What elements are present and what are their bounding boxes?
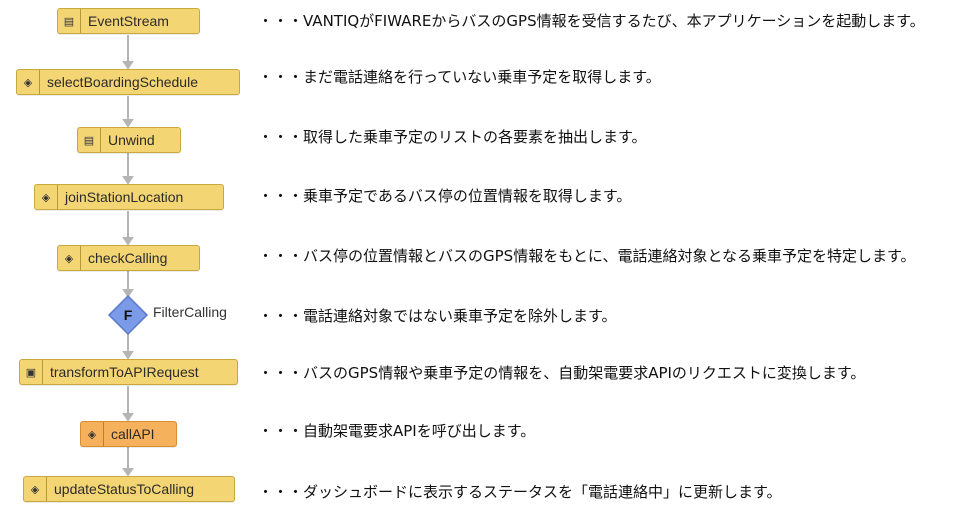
stream-icon: ▤ (78, 128, 101, 152)
node-label: Unwind (108, 132, 155, 148)
desc-event-stream: ・・・VANTIQがFIWAREからバスのGPS情報を受信するたび、本アプリケー… (258, 12, 925, 30)
connector-arrow (122, 176, 134, 185)
transform-icon: ▣ (20, 360, 43, 384)
node-update-status-to-calling[interactable]: ◈ updateStatusToCalling (23, 476, 235, 502)
desc-check-calling: ・・・バス停の位置情報とバスのGPS情報をもとに、電話連絡対象となる乗車予定を特… (258, 247, 916, 265)
node-label: callAPI (111, 426, 155, 442)
connector-arrow (122, 61, 134, 70)
diamond-icon: ◈ (35, 185, 58, 209)
stream-icon: ▤ (58, 9, 81, 33)
node-label: joinStationLocation (65, 189, 184, 205)
node-check-calling[interactable]: ◈ checkCalling (57, 245, 200, 271)
diamond-icon: ◈ (81, 422, 104, 446)
node-join-station-location[interactable]: ◈ joinStationLocation (34, 184, 224, 210)
filter-diamond-icon[interactable] (107, 294, 149, 336)
desc-update-status-to-calling: ・・・ダッシュボードに表示するステータスを「電話連絡中」に更新します。 (258, 483, 782, 501)
filter-calling-label: FilterCalling (153, 304, 227, 320)
node-label: checkCalling (88, 250, 168, 266)
node-select-boarding-schedule[interactable]: ◈ selectBoardingSchedule (16, 69, 240, 95)
desc-select-boarding-schedule: ・・・まだ電話連絡を行っていない乗車予定を取得します。 (258, 68, 661, 86)
node-event-stream[interactable]: ▤ EventStream (57, 8, 200, 34)
connector-arrow (122, 289, 134, 298)
desc-call-api: ・・・自動架電要求APIを呼び出します。 (258, 422, 536, 440)
diamond-icon: ◈ (24, 477, 47, 501)
connector-arrow (122, 351, 134, 360)
node-label: EventStream (88, 13, 169, 29)
node-label: updateStatusToCalling (54, 481, 195, 497)
desc-unwind: ・・・取得した乗車予定のリストの各要素を抽出します。 (258, 128, 647, 146)
desc-filter-calling: ・・・電話連絡対象ではない乗車予定を除外します。 (258, 307, 617, 325)
desc-transform-to-api-request: ・・・バスのGPS情報や乗車予定の情報を、自動架電要求APIのリクエストに変換し… (258, 364, 866, 382)
connector-arrow (122, 237, 134, 246)
node-transform-to-api-request[interactable]: ▣ transformToAPIRequest (19, 359, 238, 385)
desc-join-station-location: ・・・乗車予定であるバス停の位置情報を取得します。 (258, 187, 632, 205)
connector-arrow (122, 413, 134, 422)
node-label: selectBoardingSchedule (47, 74, 198, 90)
node-label: transformToAPIRequest (50, 364, 199, 380)
connector-arrow (122, 468, 134, 477)
diamond-icon: ◈ (17, 70, 40, 94)
connector-arrow (122, 119, 134, 128)
diamond-icon: ◈ (58, 246, 81, 270)
node-call-api[interactable]: ◈ callAPI (80, 421, 177, 447)
node-unwind[interactable]: ▤ Unwind (77, 127, 181, 153)
filter-glyph: F (124, 307, 133, 323)
